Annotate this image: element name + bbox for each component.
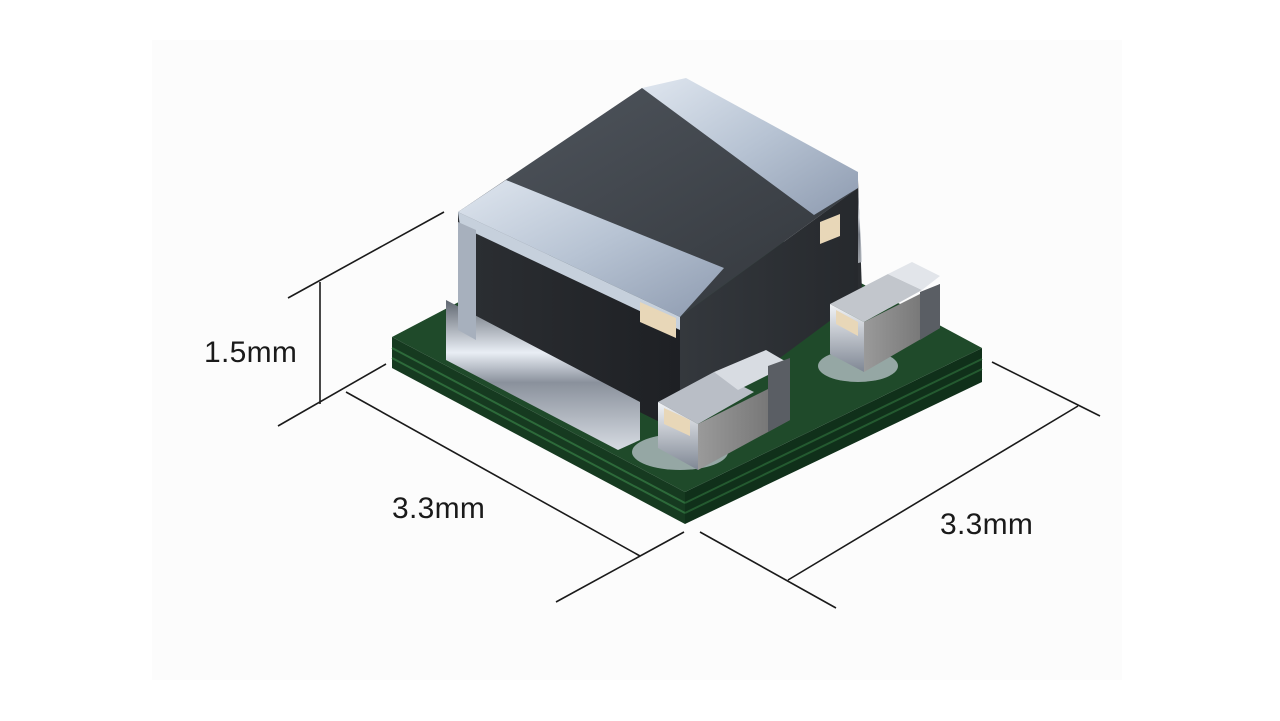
height-label: 1.5mm (204, 336, 298, 369)
capacitor-back (818, 262, 940, 382)
dimension-lines (277, 211, 1101, 609)
height-extension-bottom (277, 363, 387, 427)
capacitor-front (632, 350, 790, 470)
width-left-extension (555, 531, 685, 603)
width-right-extension (699, 531, 837, 609)
width-right-dimension-line (787, 405, 1079, 581)
width-left-label: 3.3mm (392, 492, 486, 525)
width-left-dimension-line (345, 391, 641, 557)
height-extension-top (287, 211, 445, 299)
width-right-label: 3.3mm (940, 508, 1034, 541)
width-right-extension-top (991, 361, 1101, 417)
inductor (446, 78, 862, 450)
